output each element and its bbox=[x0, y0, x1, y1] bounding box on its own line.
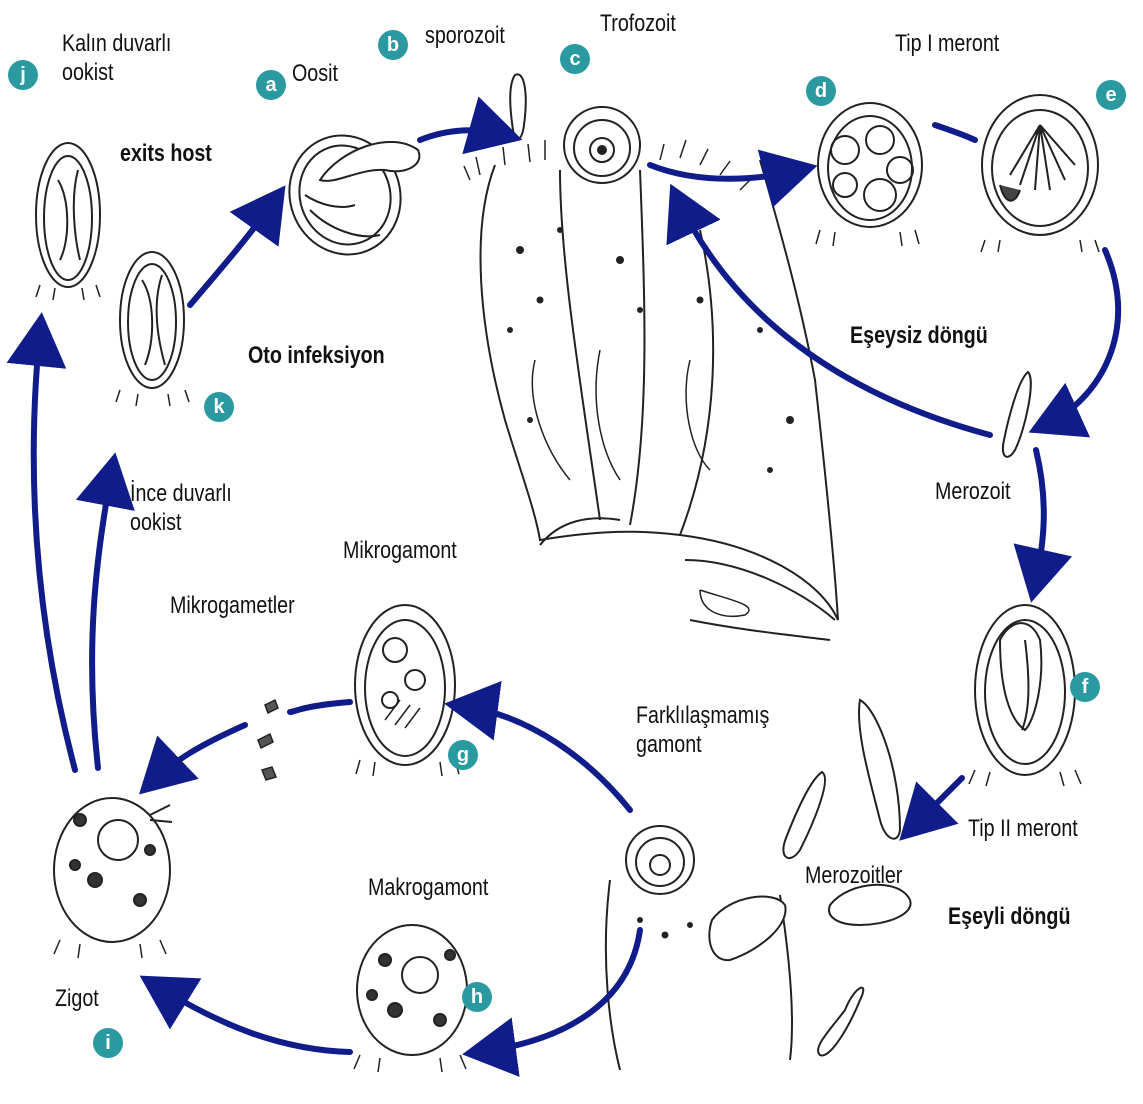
zygote-cell bbox=[54, 798, 172, 958]
arrow-type2-to-merozoites bbox=[912, 778, 962, 828]
arrow-gamont-to-macrogamont bbox=[480, 930, 640, 1052]
arrow-zygote-to-thin-oocyst bbox=[92, 470, 112, 768]
arrow-microgamont-to-zygote bbox=[290, 702, 350, 712]
thick-walled-oocyst-cell bbox=[36, 143, 100, 300]
label-type1-meront: Tip I meront bbox=[895, 30, 999, 59]
arrow-merozoite-to-type2 bbox=[1035, 450, 1044, 585]
label-merozoite: Merozoit bbox=[935, 478, 1010, 507]
oocyst-cell bbox=[273, 120, 420, 270]
arrow-microgametes-to-zygote bbox=[152, 725, 245, 782]
label-microgametes: Mikrogametler bbox=[170, 592, 295, 621]
type1-meront-cell bbox=[816, 103, 922, 246]
badge-k: k bbox=[204, 392, 234, 422]
badge-c: c bbox=[560, 44, 590, 74]
badge-h: h bbox=[462, 982, 492, 1012]
badge-d: d bbox=[806, 76, 836, 106]
type1-meront-mature-cell bbox=[981, 95, 1099, 252]
label-type2-meront: Tip II meront bbox=[968, 815, 1078, 844]
label-macrogamont: Makrogamont bbox=[368, 874, 488, 903]
label-zygote: Zigot bbox=[55, 985, 99, 1014]
label-asexual-cycle: Eşeysiz döngü bbox=[850, 322, 988, 351]
label-thin-walled-oocyst: İnce duvarlı ookist bbox=[130, 480, 237, 538]
badge-f: f bbox=[1070, 672, 1100, 702]
label-undifferentiated-gamont: Farklılaşmamış gamont bbox=[636, 702, 784, 760]
label-trophozoite: Trofozoit bbox=[600, 10, 676, 39]
macrogamont-cell bbox=[354, 925, 467, 1072]
sporozoite-cell bbox=[510, 74, 525, 139]
badge-g: g bbox=[448, 740, 478, 770]
label-sexual-cycle: Eşeyli döngü bbox=[948, 903, 1070, 932]
label-oocyst: Oosit bbox=[292, 60, 338, 89]
microgametes-group bbox=[258, 700, 278, 780]
badge-b: b bbox=[378, 30, 408, 60]
thin-walled-oocyst-cell bbox=[116, 252, 189, 406]
label-microgamont: Mikrogamont bbox=[343, 537, 457, 566]
arrow-thin-oocyst-to-oocyst bbox=[190, 200, 275, 305]
arrow-gamont-to-microgamont bbox=[462, 706, 630, 810]
label-thick-walled-oocyst: Kalın duvarlı ookist bbox=[62, 30, 177, 88]
label-sporozoite: sporozoit bbox=[425, 22, 505, 51]
microgamont-cell bbox=[355, 605, 459, 776]
arrow-zygote-to-thick-oocyst bbox=[34, 330, 75, 770]
badge-i: i bbox=[93, 1028, 123, 1058]
type2-meront-cell bbox=[969, 605, 1081, 786]
label-auto-infection: Oto infeksiyon bbox=[248, 342, 385, 371]
arrow-meront-d-to-e bbox=[935, 125, 975, 140]
arrow-meront-to-merozoite bbox=[1045, 250, 1118, 425]
badge-e: e bbox=[1096, 80, 1126, 110]
merozoite-cell bbox=[1003, 372, 1031, 457]
arrow-macrogamont-to-zygote bbox=[155, 985, 350, 1052]
label-merozoites: Merozoitler bbox=[805, 862, 902, 891]
badge-j: j bbox=[8, 60, 38, 90]
trophozoite-cell bbox=[564, 107, 640, 183]
intestinal-epithelium bbox=[464, 140, 838, 640]
badge-a: a bbox=[256, 70, 286, 100]
label-exits-host: exits host bbox=[120, 140, 212, 169]
arrow-oocyst-to-sporozoite bbox=[420, 130, 505, 140]
